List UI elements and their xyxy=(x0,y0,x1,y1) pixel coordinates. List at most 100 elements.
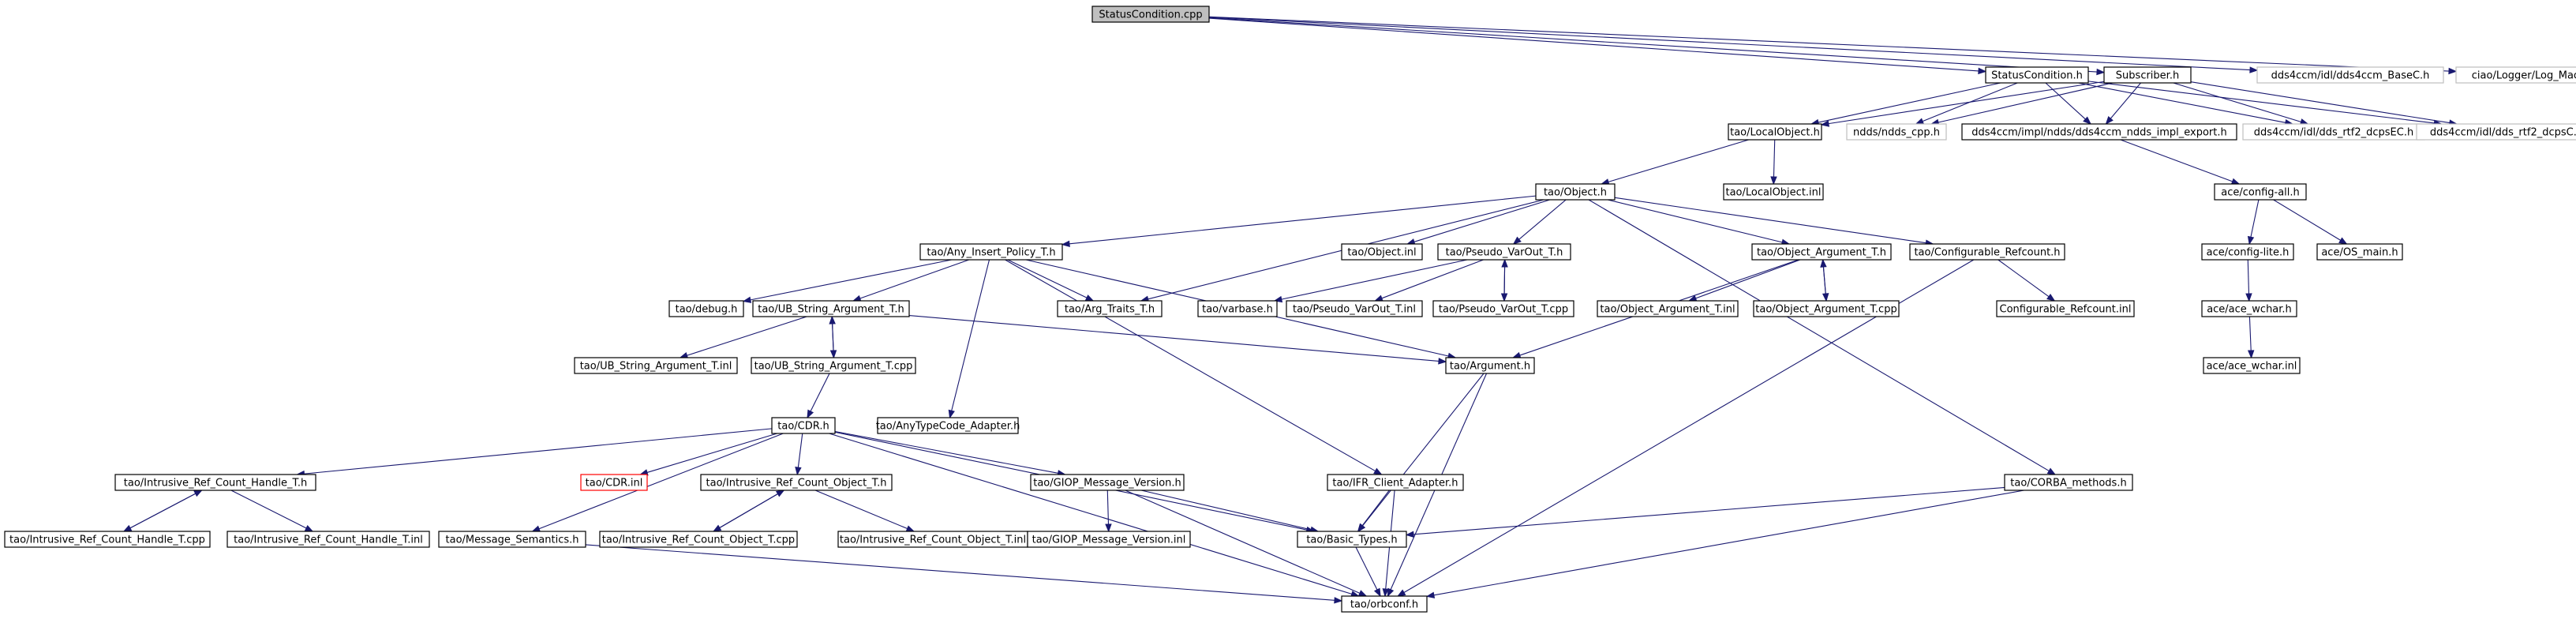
node-giop-message-version-h[interactable]: tao/GIOP_Message_Version.h xyxy=(1030,474,1185,491)
node-basic-types-h[interactable]: tao/Basic_Types.h xyxy=(1297,531,1407,548)
node-ace-wchar-h[interactable]: ace/ace_wchar.h xyxy=(2201,300,2297,317)
edge-line xyxy=(2248,316,2252,351)
edge-line xyxy=(1818,82,2001,123)
node-any-insert-policy-h[interactable]: tao/Any_Insert_Policy_T.h xyxy=(919,243,1063,261)
node-box xyxy=(1445,357,1535,374)
edge-pseudo-varout-cpp-to-pseudo-varout-h xyxy=(1501,258,1508,302)
node-statuscondition-h[interactable]: StatusCondition.h xyxy=(1985,66,2089,84)
edge-any-insert-policy-h-to-ub-string-argument-h xyxy=(852,259,969,302)
node-box xyxy=(2455,66,2576,84)
edge-arrowhead xyxy=(1373,587,1381,598)
edge-line xyxy=(1208,17,2251,71)
node-giop-message-version-inl[interactable]: tao/GIOP_Message_Version.inl xyxy=(1027,531,1191,548)
edge-line xyxy=(1828,81,2105,125)
node-ace-wchar-inl[interactable]: ace/ace_wchar.inl xyxy=(2203,357,2301,374)
edge-subscriber-h-to-rtf2-dcpsc-h xyxy=(2190,81,2458,126)
node-os-main-h[interactable]: ace/OS_main.h xyxy=(2316,243,2403,261)
node-configurable-refcount-h[interactable]: tao/Configurable_Refcount.h xyxy=(1909,243,2065,261)
node-orbconf-h[interactable]: tao/orbconf.h xyxy=(1341,595,1428,613)
node-logger-macros-h[interactable]: ciao/Logger/Log_Macros.h xyxy=(2455,66,2576,84)
node-box xyxy=(1091,6,1210,23)
node-box xyxy=(752,300,910,317)
edge-arrowhead xyxy=(193,490,203,497)
node-config-lite-h[interactable]: ace/config-lite.h xyxy=(2201,243,2294,261)
node-cdr-h[interactable]: tao/CDR.h xyxy=(771,417,836,434)
edge-object-argument-h-to-object-argument-inl xyxy=(1687,259,1801,302)
node-intrusive-ref-count-handle-inl[interactable]: tao/Intrusive_Ref_Count_Handle_T.inl xyxy=(227,531,430,548)
edge-line xyxy=(810,373,830,412)
node-intrusive-ref-count-handle-cpp[interactable]: tao/Intrusive_Ref_Count_Handle_T.cpp xyxy=(4,531,211,548)
edge-statuscondition-cpp-to-logger-macros-h xyxy=(1208,16,2458,75)
node-dds4ccm-basec-h[interactable]: dds4ccm/idl/dds4ccm_BaseC.h xyxy=(2256,66,2444,84)
edge-line xyxy=(2045,82,2086,120)
node-arg-traits-h[interactable]: tao/Arg_Traits_T.h xyxy=(1057,300,1163,317)
node-intrusive-ref-count-object-h[interactable]: tao/Intrusive_Ref_Count_Object_T.h xyxy=(700,474,893,491)
edge-line xyxy=(1822,266,1827,302)
node-varbase-h[interactable]: tao/varbase.h xyxy=(1197,300,1278,317)
node-localobject-h[interactable]: tao/LocalObject.h xyxy=(1728,123,1822,141)
node-box xyxy=(1027,531,1191,548)
node-object-argument-inl[interactable]: tao/Object_Argument_T.inl xyxy=(1597,300,1739,317)
node-ub-string-argument-inl[interactable]: tao/UB_String_Argument_T.inl xyxy=(574,357,738,374)
edge-line xyxy=(908,314,1440,362)
edge-any-insert-policy-h-to-debug-h xyxy=(742,259,952,303)
node-cdr-inl[interactable]: tao/CDR.inl xyxy=(580,474,648,491)
node-box xyxy=(2004,474,2133,491)
node-argument-h[interactable]: tao/Argument.h xyxy=(1445,357,1535,374)
edge-line xyxy=(1381,259,1484,299)
node-object-argument-h[interactable]: tao/Object_Argument_T.h xyxy=(1751,243,1892,261)
node-configurable-refcount-inl[interactable]: Configurable_Refcount.inl xyxy=(1996,300,2135,317)
node-ub-string-argument-h[interactable]: tao/UB_String_Argument_T.h xyxy=(752,300,910,317)
edge-statuscondition-h-to-rtf2-dcpsc-h xyxy=(2087,81,2443,127)
node-object-inl[interactable]: tao/Object.inl xyxy=(1341,243,1423,261)
edge-line xyxy=(230,490,307,529)
node-label: tao/Object_Argument_T.cpp xyxy=(1755,304,1896,316)
node-ub-string-argument-cpp[interactable]: tao/UB_String_Argument_T.cpp xyxy=(751,357,916,374)
node-corba-methods-h[interactable]: tao/CORBA_methods.h xyxy=(2004,474,2133,491)
edge-line xyxy=(750,259,952,301)
node-message-semantics-h[interactable]: tao/Message_Semantics.h xyxy=(438,531,586,548)
edge-line xyxy=(123,493,196,532)
node-ifr-client-adapter-h[interactable]: tao/IFR_Client_Adapter.h xyxy=(1327,474,1464,491)
node-statuscondition-cpp[interactable]: StatusCondition.cpp xyxy=(1091,6,1210,23)
node-debug-h[interactable]: tao/debug.h xyxy=(668,300,744,317)
node-box xyxy=(1909,243,2065,261)
edge-line xyxy=(1614,197,1926,244)
node-ndds-cpp-h[interactable]: ndds/ndds_cpp.h xyxy=(1846,123,1947,141)
node-pseudo-varout-cpp[interactable]: tao/Pseudo_VarOut_T.cpp xyxy=(1432,300,1574,317)
edge-object-argument-cpp-to-object-argument-h xyxy=(1820,258,1827,302)
edge-basic-types-h-to-orbconf-h xyxy=(1355,546,1381,598)
node-intrusive-ref-count-object-inl[interactable]: tao/Intrusive_Ref_Count_Object_T.inl xyxy=(837,531,1028,548)
edge-arrowhead xyxy=(1511,351,1522,358)
node-intrusive-ref-count-object-cpp[interactable]: tao/Intrusive_Ref_Count_Object_T.cpp xyxy=(599,531,798,548)
node-anytypecode-adapter-h[interactable]: tao/AnyTypeCode_Adapter.h xyxy=(876,417,1020,434)
edge-argument-h-to-basic-types-h xyxy=(1357,373,1485,533)
edge-line xyxy=(1355,546,1378,591)
node-subscriber-h[interactable]: Subscriber.h xyxy=(2103,66,2192,84)
node-object-argument-cpp[interactable]: tao/Object_Argument_T.cpp xyxy=(1753,300,1900,317)
node-impl-export-h[interactable]: dds4ccm/impl/ndds/dds4ccm_ndds_impl_expo… xyxy=(1961,123,2237,141)
edge-line xyxy=(1938,82,2113,123)
node-pseudo-varout-inl[interactable]: tao/Pseudo_VarOut_T.inl xyxy=(1286,300,1423,317)
edge-impl-export-h-to-config-all-h xyxy=(2120,139,2241,185)
node-rtf2-dcpsc-h[interactable]: dds4ccm/idl/dds_rtf2_dcpsC.h xyxy=(2416,123,2576,141)
node-pseudo-varout-h[interactable]: tao/Pseudo_VarOut_T.h xyxy=(1437,243,1571,261)
node-intrusive-ref-count-handle-h[interactable]: tao/Intrusive_Ref_Count_Handle_T.h xyxy=(114,474,316,491)
node-localobject-inl[interactable]: tao/LocalObject.inl xyxy=(1723,183,1824,201)
edge-statuscondition-h-to-impl-export-h xyxy=(2045,82,2092,125)
edge-arrowhead xyxy=(1357,590,1368,597)
node-label: tao/GIOP_Message_Version.h xyxy=(1033,478,1181,490)
edge-arrowhead xyxy=(304,524,314,532)
node-rtf2-dcpsec-h[interactable]: dds4ccm/idl/dds_rtf2_dcpsEC.h xyxy=(2242,123,2425,141)
edge-corba-methods-h-to-basic-types-h xyxy=(1405,486,2005,538)
node-label: tao/varbase.h xyxy=(1202,304,1273,316)
edge-any-insert-policy-h-to-ifr-client-adapter-h xyxy=(1005,259,1383,475)
node-box xyxy=(1327,474,1464,491)
node-label: tao/debug.h xyxy=(676,304,738,316)
node-box xyxy=(1753,300,1900,317)
node-object-h[interactable]: tao/Object.h xyxy=(1535,183,1616,201)
node-label: ace/config-lite.h xyxy=(2207,247,2290,259)
edge-statuscondition-h-to-localobject-h xyxy=(1810,82,2001,126)
edge-line xyxy=(2273,199,2341,241)
node-config-all-h[interactable]: ace/config-all.h xyxy=(2214,183,2307,201)
